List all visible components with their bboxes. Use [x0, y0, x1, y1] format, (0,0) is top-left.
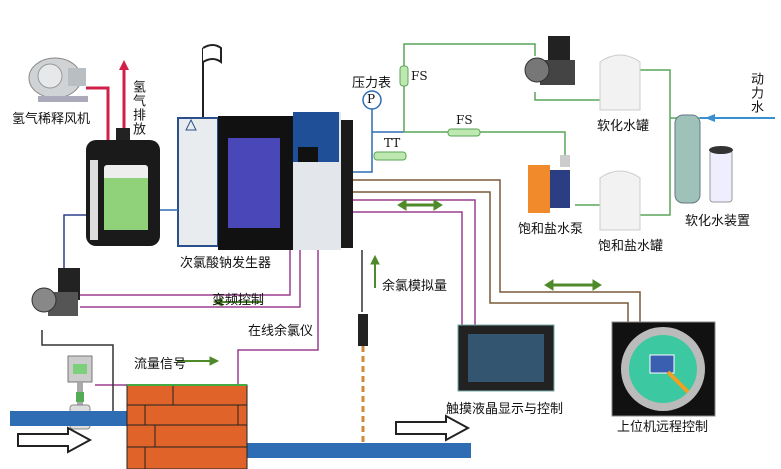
- remote-pc: [611, 321, 716, 417]
- blower-pipe: [86, 86, 110, 152]
- soft-water-tank: [599, 54, 641, 111]
- label-soft-water-tank: 软化水罐: [597, 119, 650, 134]
- residual-chlorine-sensor: [358, 314, 368, 445]
- label-softener: 软化水装置: [685, 214, 751, 229]
- dosing-pump-top: [524, 36, 575, 85]
- inflow-arrow-icon: [17, 426, 93, 454]
- label-vfd-control: 变频控制: [212, 293, 265, 308]
- outflow-arrow-icon: [395, 414, 471, 442]
- label-generator: 次氯酸钠发生器: [180, 256, 272, 271]
- wall-brick: [126, 384, 248, 469]
- label-tt: TT: [384, 136, 401, 150]
- label-fs-top: FS: [411, 69, 428, 83]
- label-fs-mid: FS: [456, 113, 473, 127]
- inlet-pipe: [10, 411, 128, 426]
- flow-switch-top: [399, 65, 409, 87]
- label-brine-tank: 饱和盐水罐: [598, 239, 664, 254]
- brine-tank: [599, 170, 641, 231]
- label-blower: 氢气稀释风机: [12, 112, 91, 127]
- label-remote-pc: 上位机远程控制: [617, 420, 709, 435]
- outlet-pipe: [246, 443, 471, 458]
- hydrogen-blower: [28, 57, 88, 102]
- label-brine-pump: 饱和盐水泵: [518, 222, 584, 237]
- flow-switch-mid: [447, 128, 481, 137]
- temperature-transmitter: [373, 151, 407, 161]
- label-chlorine-analog: 余氯模拟量: [382, 279, 448, 294]
- brine-pump: [528, 155, 570, 213]
- label-online-chlorine: 在线余氯仪: [248, 324, 314, 339]
- label-power-water: 动力水: [748, 72, 763, 114]
- hypochlorite-generator: [177, 112, 353, 250]
- touch-lcd-panel: [457, 324, 555, 392]
- label-touch-lcd: 触摸液晶显示与控制: [446, 402, 564, 417]
- hypochlorite-tank: [86, 128, 160, 246]
- water-softener: [674, 114, 733, 204]
- label-pressure-symbol: P: [367, 92, 376, 106]
- metering-pump: [31, 268, 80, 316]
- label-hydrogen-vent: 氢气排放: [130, 80, 145, 136]
- flag-icon: [202, 44, 222, 64]
- label-pressure-gauge: 压力表: [352, 76, 392, 91]
- label-flow-signal: 流量信号: [134, 357, 187, 372]
